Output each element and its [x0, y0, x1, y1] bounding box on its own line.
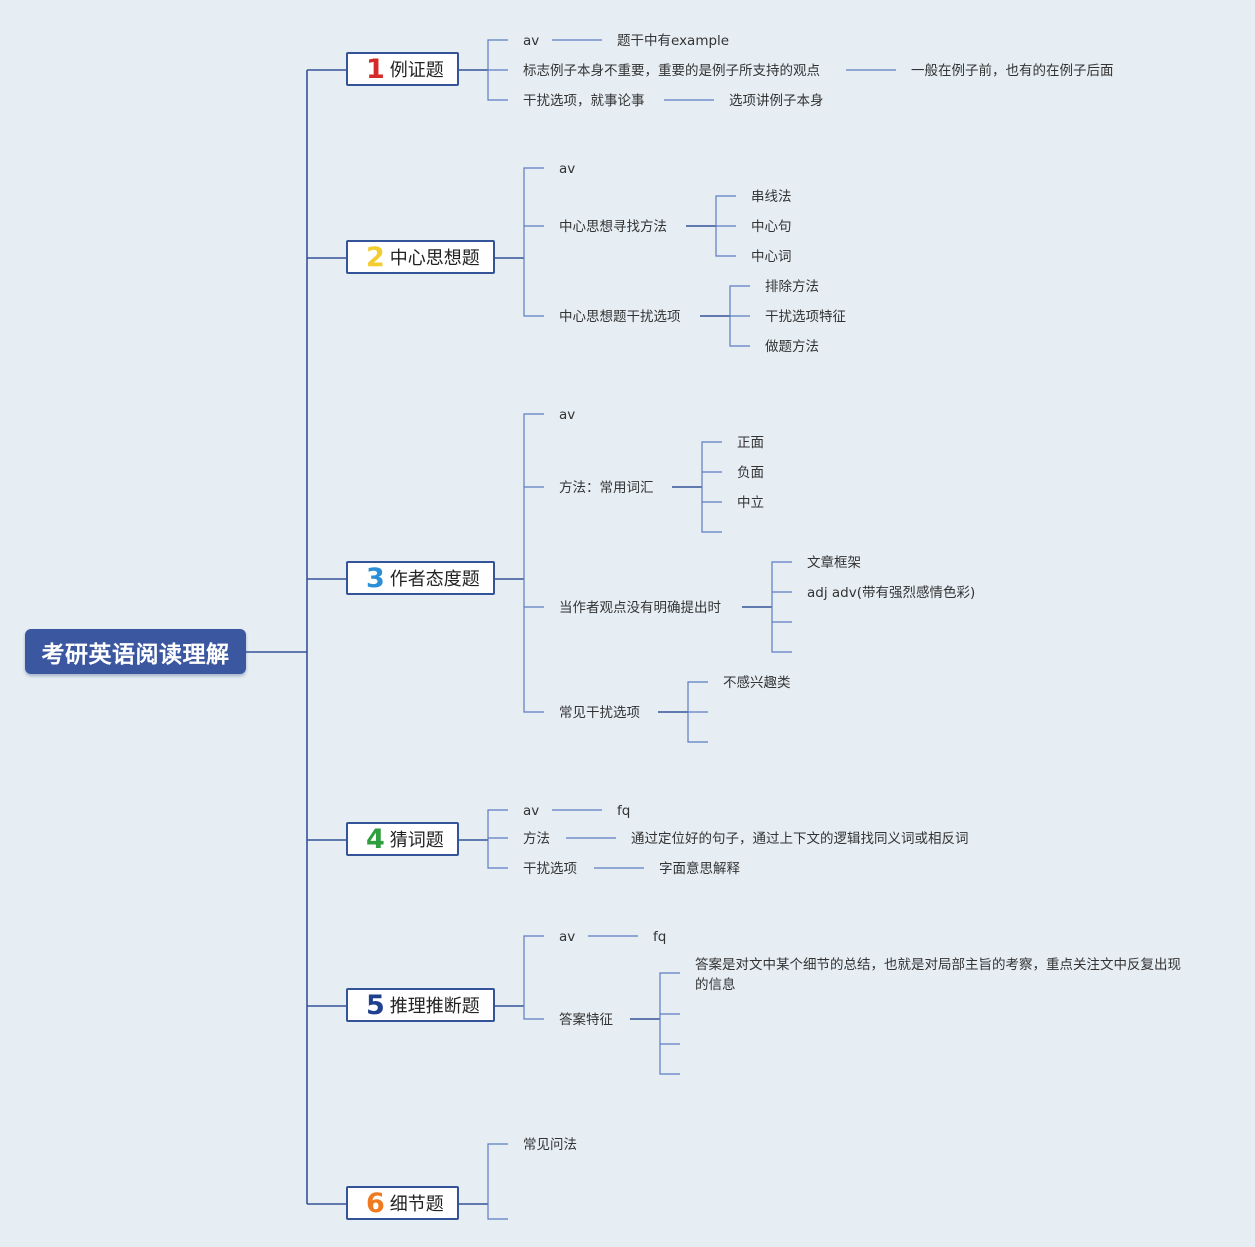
- subtopic-detail[interactable]: 题干中有example: [617, 33, 730, 49]
- subtopic[interactable]: 中心思想寻找方法: [559, 219, 667, 235]
- topic-label: 作者态度题: [389, 569, 480, 590]
- subtopic[interactable]: av: [559, 929, 576, 945]
- topic-label: 中心思想题: [389, 248, 480, 269]
- subtopic-child[interactable]: 排除方法: [765, 279, 819, 295]
- subtopic-child[interactable]: 中心词: [751, 249, 792, 265]
- subtopic[interactable]: 常见干扰选项: [559, 705, 640, 721]
- subtopic-child[interactable]: 中心句: [751, 219, 792, 235]
- subtopic-detail[interactable]: 一般在例子前，也有的在例子后面: [911, 63, 1114, 79]
- subtopic-detail[interactable]: 字面意思解释: [659, 861, 740, 877]
- subtopic-detail[interactable]: 通过定位好的句子，通过上下文的逻辑找同义词或相反词: [631, 831, 969, 847]
- number-6-icon: 6: [366, 1187, 385, 1219]
- subtopic-child[interactable]: 干扰选项特征: [765, 309, 846, 325]
- subtopic[interactable]: 中心思想题干扰选项: [559, 309, 681, 325]
- subtopic[interactable]: 标志例子本身不重要，重要的是例子所支持的观点: [523, 63, 820, 79]
- topic-inference-question[interactable]: 5 推理推断题: [346, 988, 495, 1022]
- topic-attitude-question[interactable]: 3 作者态度题: [346, 561, 495, 595]
- topic-detail-question[interactable]: 6 细节题: [346, 1186, 459, 1220]
- topic-word-guess-question[interactable]: 4 猜词题: [346, 822, 459, 856]
- subtopic-child[interactable]: 中立: [737, 495, 764, 511]
- number-1-icon: 1: [366, 53, 385, 85]
- root-topic[interactable]: 考研英语阅读理解: [25, 629, 246, 674]
- subtopic-child[interactable]: 做题方法: [765, 339, 819, 355]
- topic-label: 细节题: [389, 1194, 444, 1215]
- number-4-icon: 4: [366, 823, 385, 855]
- number-2-icon: 2: [366, 241, 385, 273]
- subtopic-child[interactable]: 串线法: [751, 189, 792, 205]
- subtopic[interactable]: av: [559, 161, 576, 177]
- number-3-icon: 3: [366, 562, 385, 594]
- subtopic[interactable]: 当作者观点没有明确提出时: [559, 600, 721, 616]
- subtopic-child[interactable]: 正面: [737, 435, 764, 451]
- subtopic-child[interactable]: 负面: [737, 465, 764, 481]
- subtopic-child[interactable]: 答案是对文中某个细节的总结，也就是对局部主旨的考察，重点关注文中反复出现的信息: [695, 957, 1181, 993]
- subtopic[interactable]: 常见问法: [523, 1137, 577, 1153]
- subtopic-child[interactable]: adj adv(带有强烈感情色彩): [807, 585, 976, 601]
- topic-label: 例证题: [389, 60, 444, 81]
- subtopic-detail[interactable]: 选项讲例子本身: [729, 93, 824, 109]
- number-5-icon: 5: [366, 989, 385, 1021]
- subtopic[interactable]: av: [559, 407, 576, 423]
- subtopic[interactable]: av: [523, 33, 540, 49]
- topic-label: 猜词题: [389, 830, 444, 851]
- subtopic-detail[interactable]: fq: [617, 803, 631, 819]
- subtopic[interactable]: 干扰选项: [523, 861, 577, 877]
- topic-main-idea-question[interactable]: 2 中心思想题: [346, 240, 495, 274]
- subtopic[interactable]: 方法: [523, 831, 550, 847]
- subtopic[interactable]: av: [523, 803, 540, 819]
- topic-example-question[interactable]: 1 例证题: [346, 52, 459, 86]
- subtopic-detail[interactable]: fq: [653, 929, 667, 945]
- subtopic-child[interactable]: 文章框架: [807, 555, 861, 571]
- subtopic[interactable]: 干扰选项，就事论事: [523, 93, 645, 109]
- subtopic-child[interactable]: 不感兴趣类: [723, 675, 791, 691]
- topic-label: 推理推断题: [389, 996, 480, 1017]
- subtopic[interactable]: 方法：常用词汇: [559, 480, 654, 496]
- subtopic[interactable]: 答案特征: [559, 1012, 613, 1028]
